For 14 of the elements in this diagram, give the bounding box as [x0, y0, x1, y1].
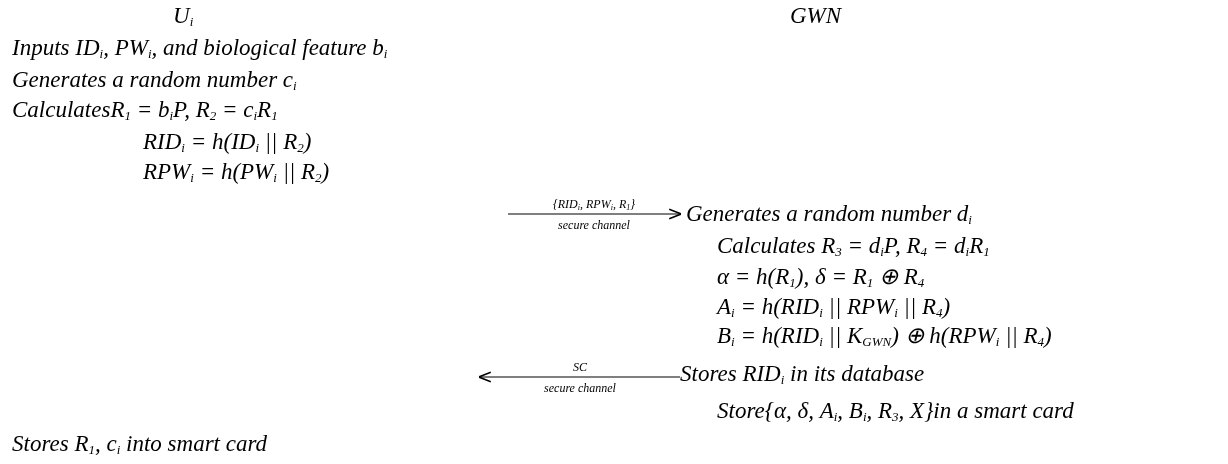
party-heading: U$_{i}$	[173, 2, 194, 31]
protocol-step: Generates a random number d$_{i}$	[686, 200, 972, 234]
edge-label: {RID$_{i}$, RPW$_{i}$, R$_{1}$}	[552, 197, 636, 211]
protocol-step: Inputs ID$_{i}$, PW$_{i}$, and biological feature b$_{i}$	[12, 34, 388, 68]
protocol-step: Stores RID$_{i}$ in its database	[680, 360, 925, 394]
channel-label: secure channel	[558, 218, 630, 232]
arrow	[507, 208, 682, 220]
channel-label: secure channel	[544, 381, 616, 395]
protocol-step: Stores R$_{1}$, c$_{i}$ into smart card	[12, 430, 268, 464]
protocol-step: Store{α, δ, A$_{i}$, B$_{i}$, R$_{3}$, X}in a smart card	[717, 397, 1074, 431]
protocol-step: Calculates R$_{3}$ = d$_{i}$P, R$_{4}$ = d$_{i}$R$_{1}$	[717, 232, 990, 266]
edge-label: SC	[573, 360, 587, 374]
party-heading: GWN	[790, 2, 842, 30]
arrow	[478, 371, 681, 383]
